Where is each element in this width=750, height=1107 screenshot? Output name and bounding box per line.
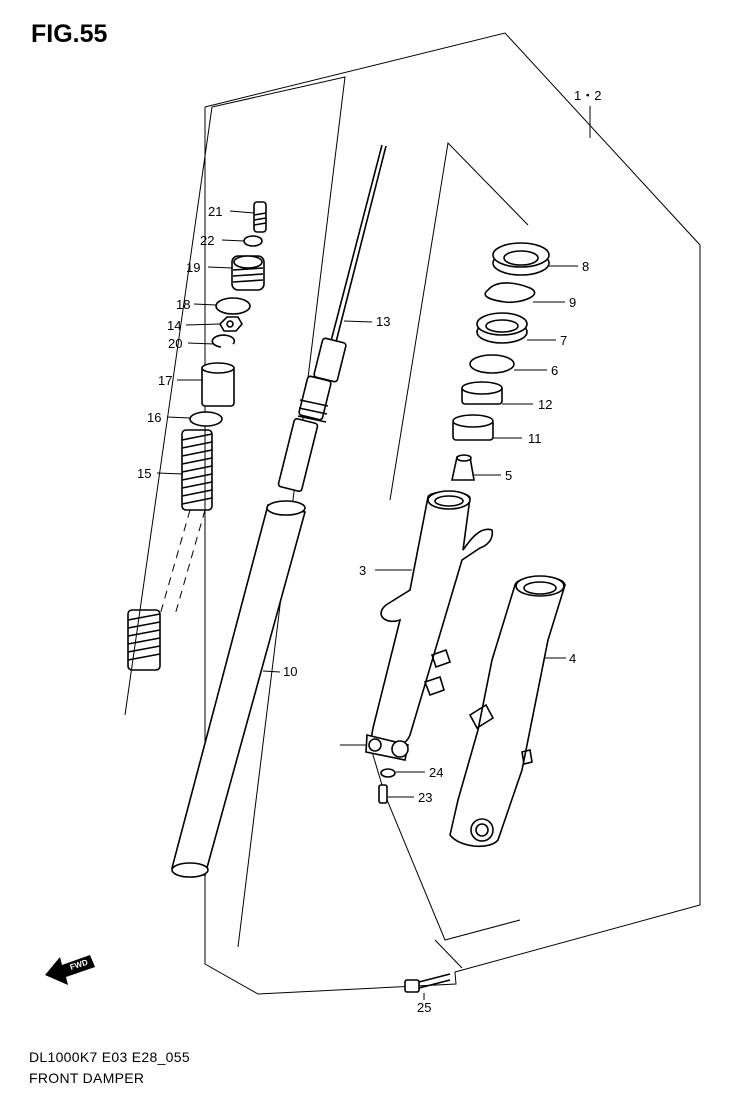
washer	[189, 411, 223, 427]
label-part-8: 8	[582, 259, 589, 274]
part-number-labels: 1・2 21 22 19 18 14 20 17 16 15 13 10 8 9…	[137, 88, 601, 1015]
oil-lock-piece	[451, 454, 475, 481]
label-part-19: 19	[186, 260, 200, 275]
figure-label: FIG.55	[31, 20, 108, 48]
guide-metal	[452, 414, 494, 441]
inner-tube	[171, 500, 307, 878]
label-part-21: 21	[208, 204, 222, 219]
label-part-7: 7	[560, 333, 567, 348]
label-part-24: 24	[429, 765, 443, 780]
label-part-10: 10	[283, 664, 297, 679]
section-title: FRONT DAMPER	[29, 1070, 145, 1086]
label-part-20: 20	[168, 336, 182, 351]
oil-seal-retainer	[469, 354, 515, 374]
drain-bolt	[378, 784, 388, 804]
label-part-25: 25	[417, 1000, 431, 1015]
label-part-12: 12	[538, 397, 552, 412]
label-part-3: 3	[359, 563, 366, 578]
label-part-16: 16	[147, 410, 161, 425]
label-part-6: 6	[551, 363, 558, 378]
label-part-17: 17	[158, 373, 172, 388]
gasket	[380, 768, 396, 778]
spring-seat	[211, 334, 236, 348]
cap-bolt	[253, 201, 267, 233]
leader-lines	[156, 210, 578, 1000]
label-part-5: 5	[505, 468, 512, 483]
damper-rod	[277, 144, 387, 493]
spacer-tube	[201, 362, 235, 407]
outer-tube-right	[449, 575, 566, 848]
slide-metal	[461, 381, 503, 405]
dust-seal	[492, 242, 550, 276]
outer-tube-left	[365, 490, 494, 761]
label-part-14: 14	[167, 318, 181, 333]
nut	[219, 316, 243, 332]
o-ring-small	[243, 235, 263, 247]
label-part-18: 18	[176, 297, 190, 312]
leader-line-25-frame	[434, 939, 463, 969]
label-part-22: 22	[200, 233, 214, 248]
label-part-13: 13	[376, 314, 390, 329]
fwd-arrow-icon: FWD	[45, 955, 95, 985]
label-part-15: 15	[137, 466, 151, 481]
o-ring	[215, 297, 251, 315]
axle-pinch-bolt	[404, 973, 451, 993]
damper-group-outline	[124, 76, 346, 948]
stopper-ring	[484, 282, 536, 304]
label-part-11: 11	[528, 431, 542, 446]
model-code: DL1000K7 E03 E28_055	[29, 1049, 190, 1065]
oil-seal	[476, 312, 528, 344]
fork-spring	[127, 429, 213, 671]
assembly-outline	[204, 32, 701, 995]
label-part-9: 9	[569, 295, 576, 310]
label-part-23: 23	[418, 790, 432, 805]
label-assembly: 1・2	[574, 88, 601, 103]
label-part-4: 4	[569, 651, 576, 666]
cap-nut	[231, 255, 265, 291]
tube-group-outline	[389, 141, 529, 501]
